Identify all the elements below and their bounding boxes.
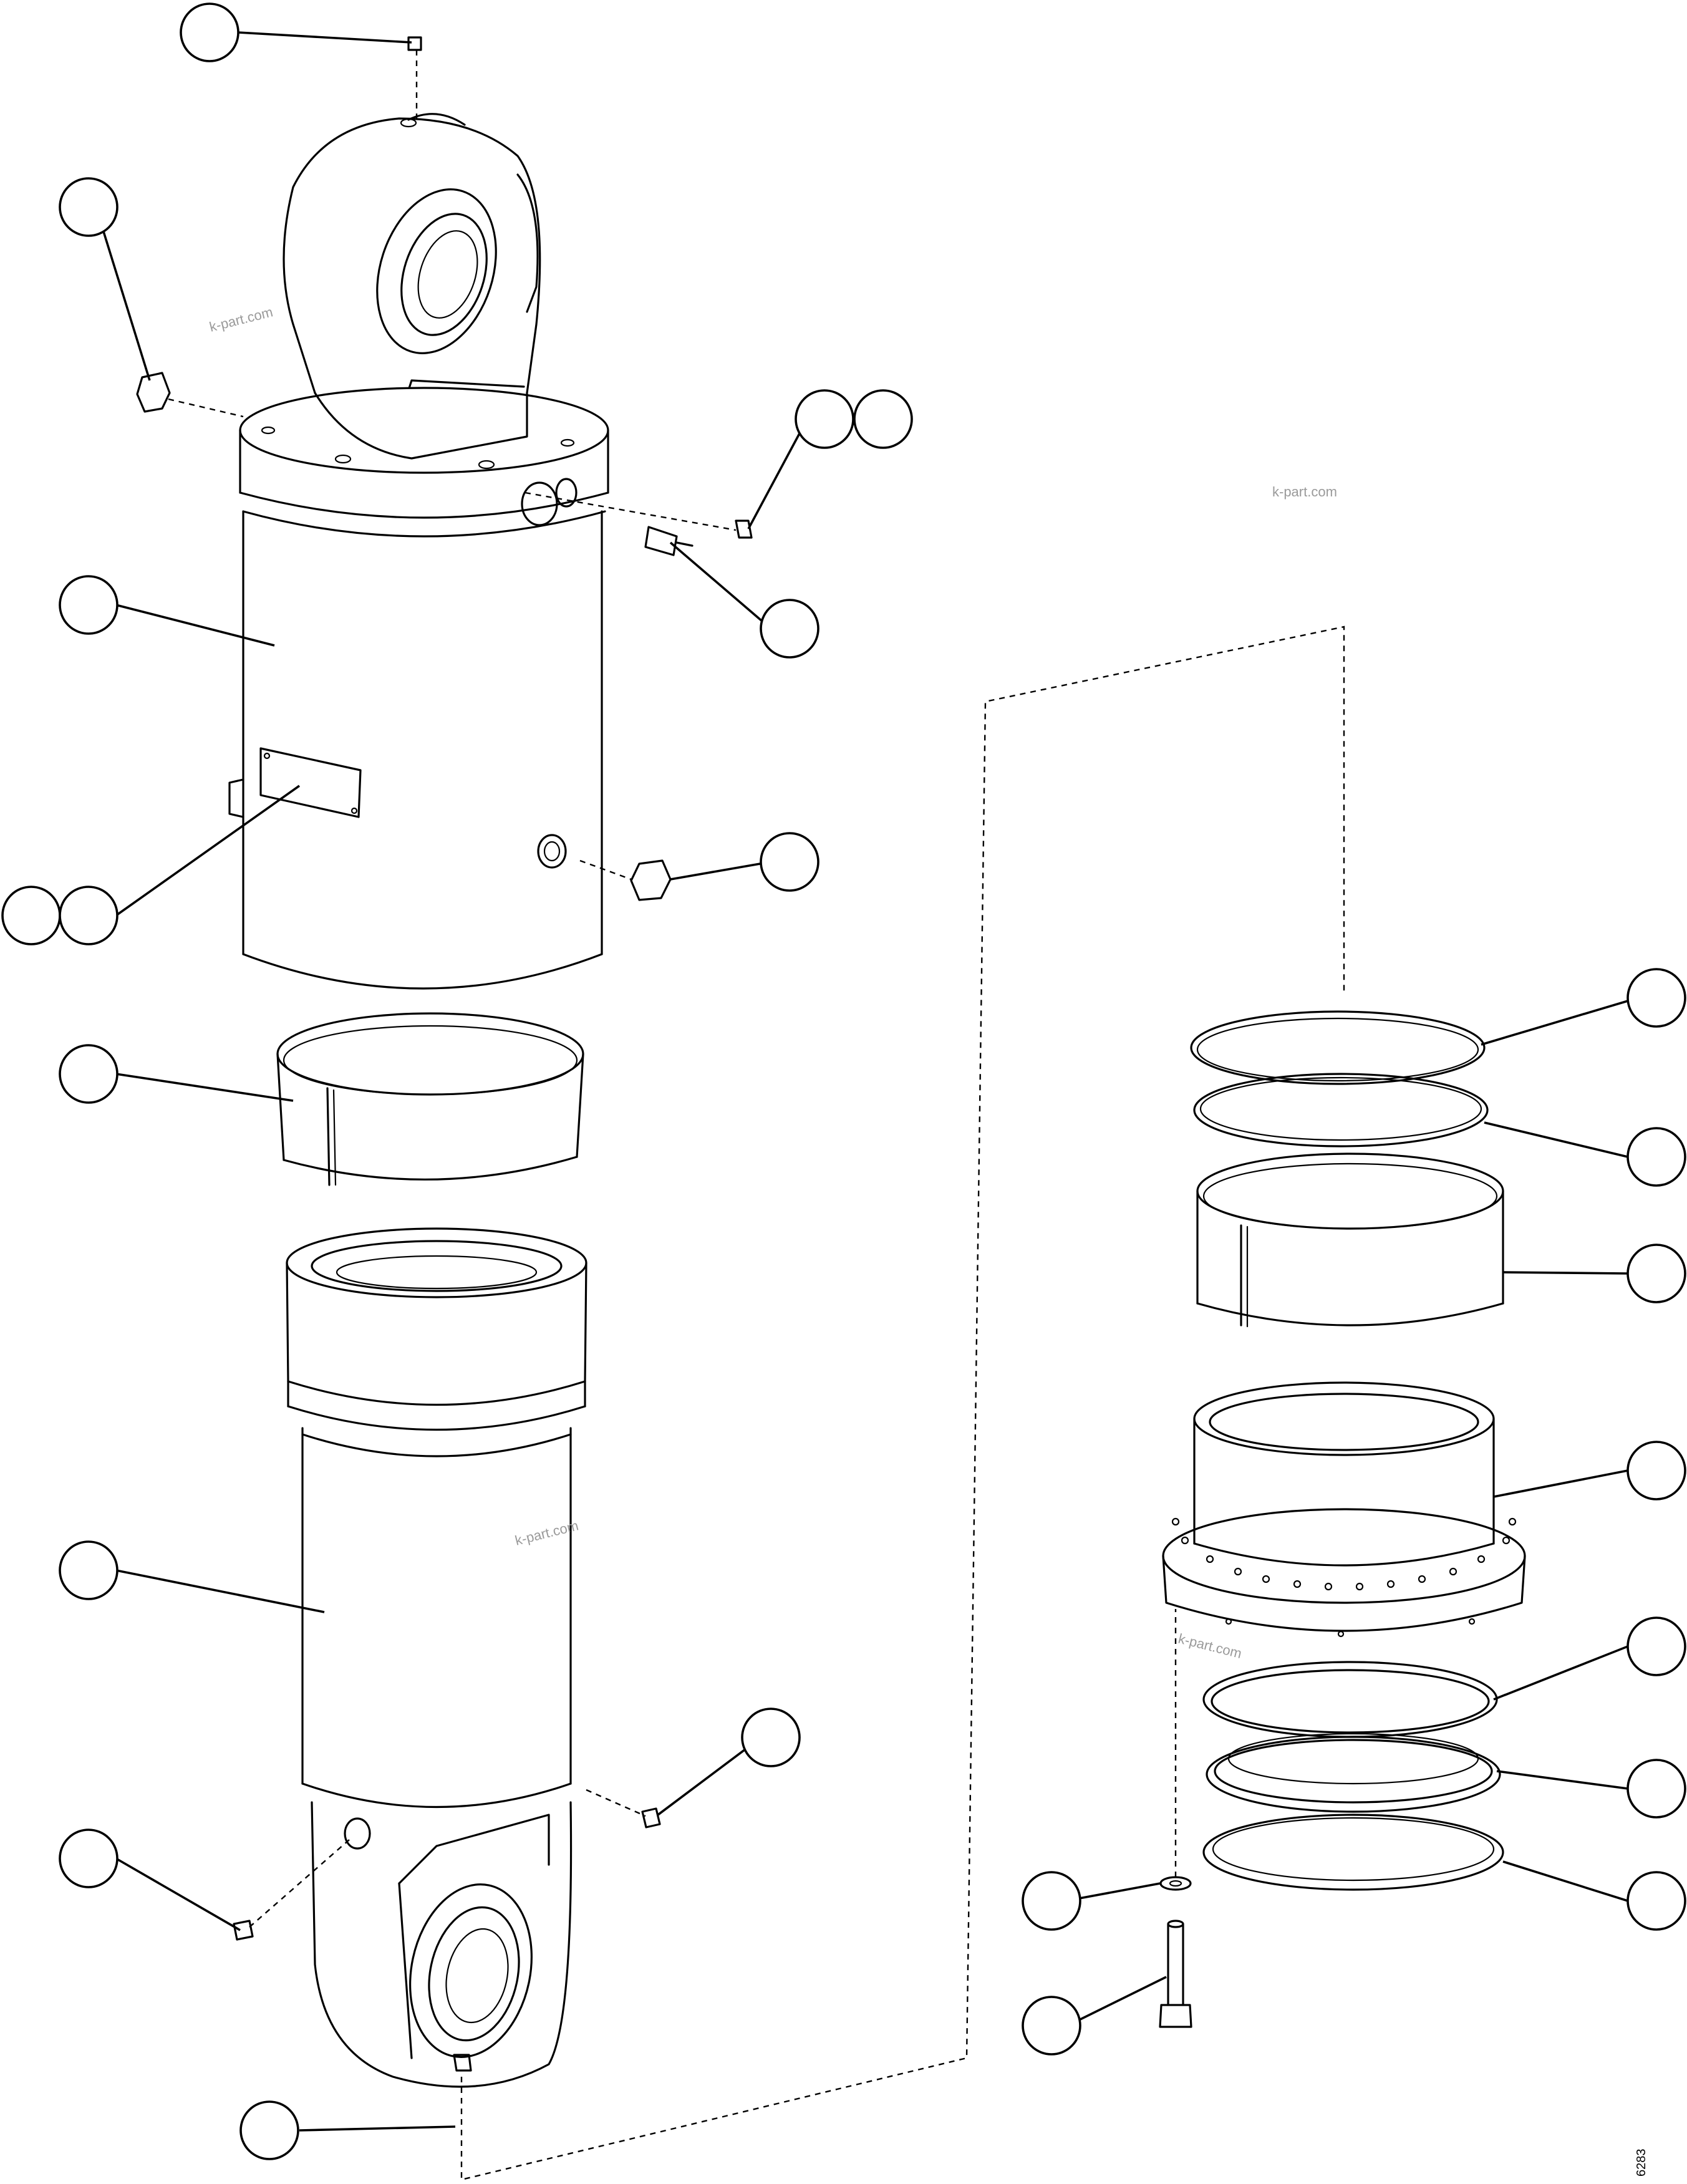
callout-fitting-rod-bottom [239, 2100, 299, 2160]
callout-gland [1627, 1441, 1686, 1500]
cylinder-barrel-assembly [228, 113, 609, 990]
callout-seal-ring-3 [1627, 1616, 1686, 1676]
drawing-number: 6283 [1635, 2149, 1648, 2177]
callout-adapter [760, 599, 819, 659]
seal-ring-3 [1202, 1661, 1498, 1738]
callout-grease-fitting-rod [741, 1708, 801, 1767]
callout-name-plate-b [59, 886, 118, 945]
leader-lines [102, 31, 1628, 2132]
assembly-lines [168, 50, 1345, 2181]
callout-bolt [1022, 1996, 1081, 2056]
callout-piston-rod [59, 1540, 118, 1600]
gland [1162, 1381, 1526, 1638]
seal-ring-1 [1190, 1010, 1486, 1085]
seal-ring-5 [1202, 1814, 1504, 1891]
callout-fitting-a [795, 389, 854, 449]
seal-ring-4 [1206, 1732, 1501, 1813]
callout-seal-ring-1 [1627, 968, 1686, 1028]
wear-band-left [276, 1012, 584, 1186]
callout-plug-side [760, 832, 819, 892]
piston-rod-assembly [286, 1227, 587, 2088]
callout-wear-band-left [59, 1044, 118, 1104]
washer [1159, 1876, 1192, 1891]
callout-plug-top-left [59, 177, 118, 237]
callout-seal-ring-2 [1627, 1127, 1686, 1187]
callout-seal-ring-4 [1627, 1759, 1686, 1819]
callout-name-plate-a [1, 886, 61, 945]
rod-fittings [233, 1807, 661, 2072]
callout-seal-ring-5 [1627, 1871, 1686, 1931]
callout-wear-band-right [1627, 1244, 1686, 1303]
seal-ring-2 [1193, 1073, 1489, 1148]
callout-fitting-b [853, 389, 913, 449]
bolt [1159, 1920, 1192, 2028]
callout-fitting-rod-left [59, 1829, 118, 1888]
watermark-2: k-part.com [1272, 484, 1337, 500]
callout-grease-fitting-top [180, 2, 239, 62]
wear-band-right [1196, 1152, 1504, 1328]
barrel-fittings [136, 36, 753, 901]
watermark-1: k-part.com [208, 304, 274, 334]
callout-washer [1022, 1871, 1081, 1931]
watermark-4: k-part.com [1177, 1631, 1244, 1661]
callout-cylinder-barrel [59, 575, 118, 635]
